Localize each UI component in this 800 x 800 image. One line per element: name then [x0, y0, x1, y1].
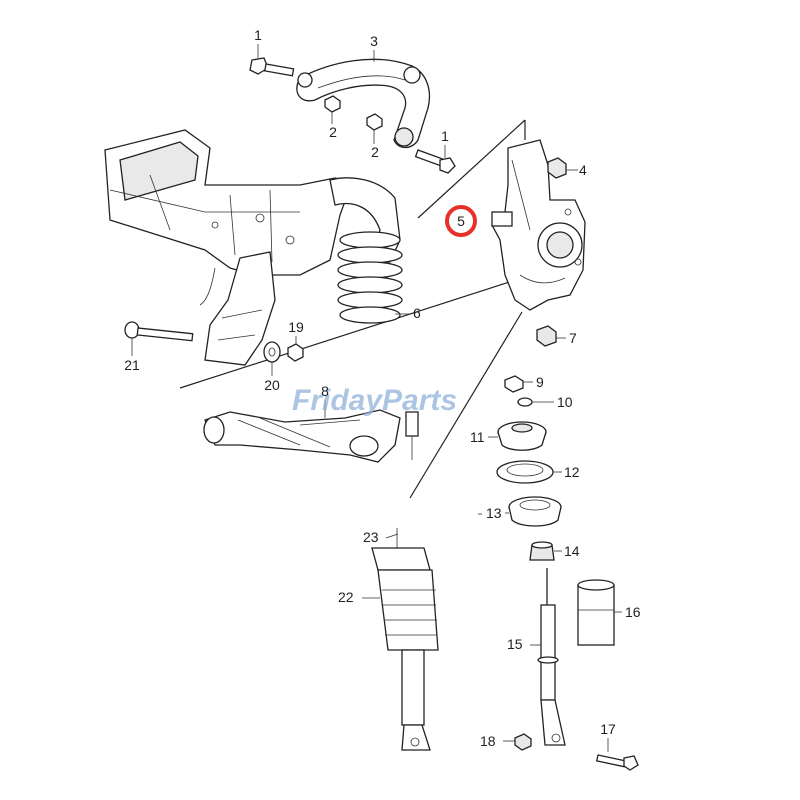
- nut-2-left: [324, 95, 341, 124]
- callout-22: 22: [338, 589, 354, 605]
- nut-18: [503, 733, 532, 751]
- callout-18: 18: [480, 733, 496, 749]
- jounce-bumper-14: [529, 541, 562, 561]
- callout-10: 10: [557, 394, 573, 410]
- spring-seat-12: [496, 460, 562, 484]
- callout-9: 9: [536, 374, 544, 390]
- nut-19: [287, 336, 304, 362]
- callout-2-right: 2: [371, 144, 379, 160]
- coil-spring: [337, 231, 403, 324]
- callout-labels: 1 3 2 2 1 4 5 6 7 19 21 20 8 9 10 11 12 …: [124, 27, 641, 749]
- callout-13: 13: [486, 505, 502, 521]
- bolt-1-upper: [249, 44, 295, 77]
- callout-6: 6: [413, 305, 421, 321]
- callout-15: 15: [507, 636, 523, 652]
- callout-7: 7: [569, 330, 577, 346]
- steering-knuckle: [491, 139, 586, 311]
- dust-boot-16: [577, 579, 622, 646]
- callout-5: 5: [457, 213, 465, 229]
- callout-14: 14: [564, 543, 580, 559]
- callout-20: 20: [264, 377, 280, 393]
- nut-4: [547, 157, 578, 179]
- washer-20: [263, 341, 281, 376]
- callout-5-highlight-ring: [445, 205, 477, 237]
- air-spring-assembly: [371, 528, 439, 751]
- callout-2-left: 2: [329, 124, 337, 140]
- frame-bracket: [204, 251, 276, 366]
- callout-4: 4: [579, 162, 587, 178]
- callout-1-top: 1: [254, 27, 262, 43]
- callout-1-right: 1: [441, 128, 449, 144]
- watermark-text: FridayParts: [292, 384, 457, 417]
- nut-9: [504, 375, 533, 393]
- bolt-17: [595, 738, 639, 771]
- upper-mount-11: [488, 421, 547, 451]
- frame-crossmember: [104, 129, 401, 306]
- washer-10: [517, 397, 554, 407]
- shock-absorber: [537, 568, 566, 746]
- callout-3: 3: [370, 33, 378, 49]
- callout-21: 21: [124, 357, 140, 373]
- bolt-1-lower: [414, 145, 456, 174]
- nut-2-right: [366, 113, 383, 144]
- callout-16: 16: [625, 604, 641, 620]
- nut-7: [536, 325, 566, 347]
- callout-12: 12: [564, 464, 580, 480]
- callout-8: 8: [321, 383, 329, 399]
- isolator-13: [505, 496, 562, 527]
- assembly-boundary-lines: [179, 119, 526, 499]
- upper-control-arm: [296, 58, 431, 149]
- bolt-21: [124, 321, 194, 356]
- lower-control-arm: [203, 400, 419, 463]
- callout-19: 19: [288, 319, 304, 335]
- callout-11: 11: [470, 429, 485, 445]
- callout-17: 17: [600, 721, 616, 737]
- callout-23: 23: [363, 529, 379, 545]
- callout-leader-lines: [362, 50, 541, 646]
